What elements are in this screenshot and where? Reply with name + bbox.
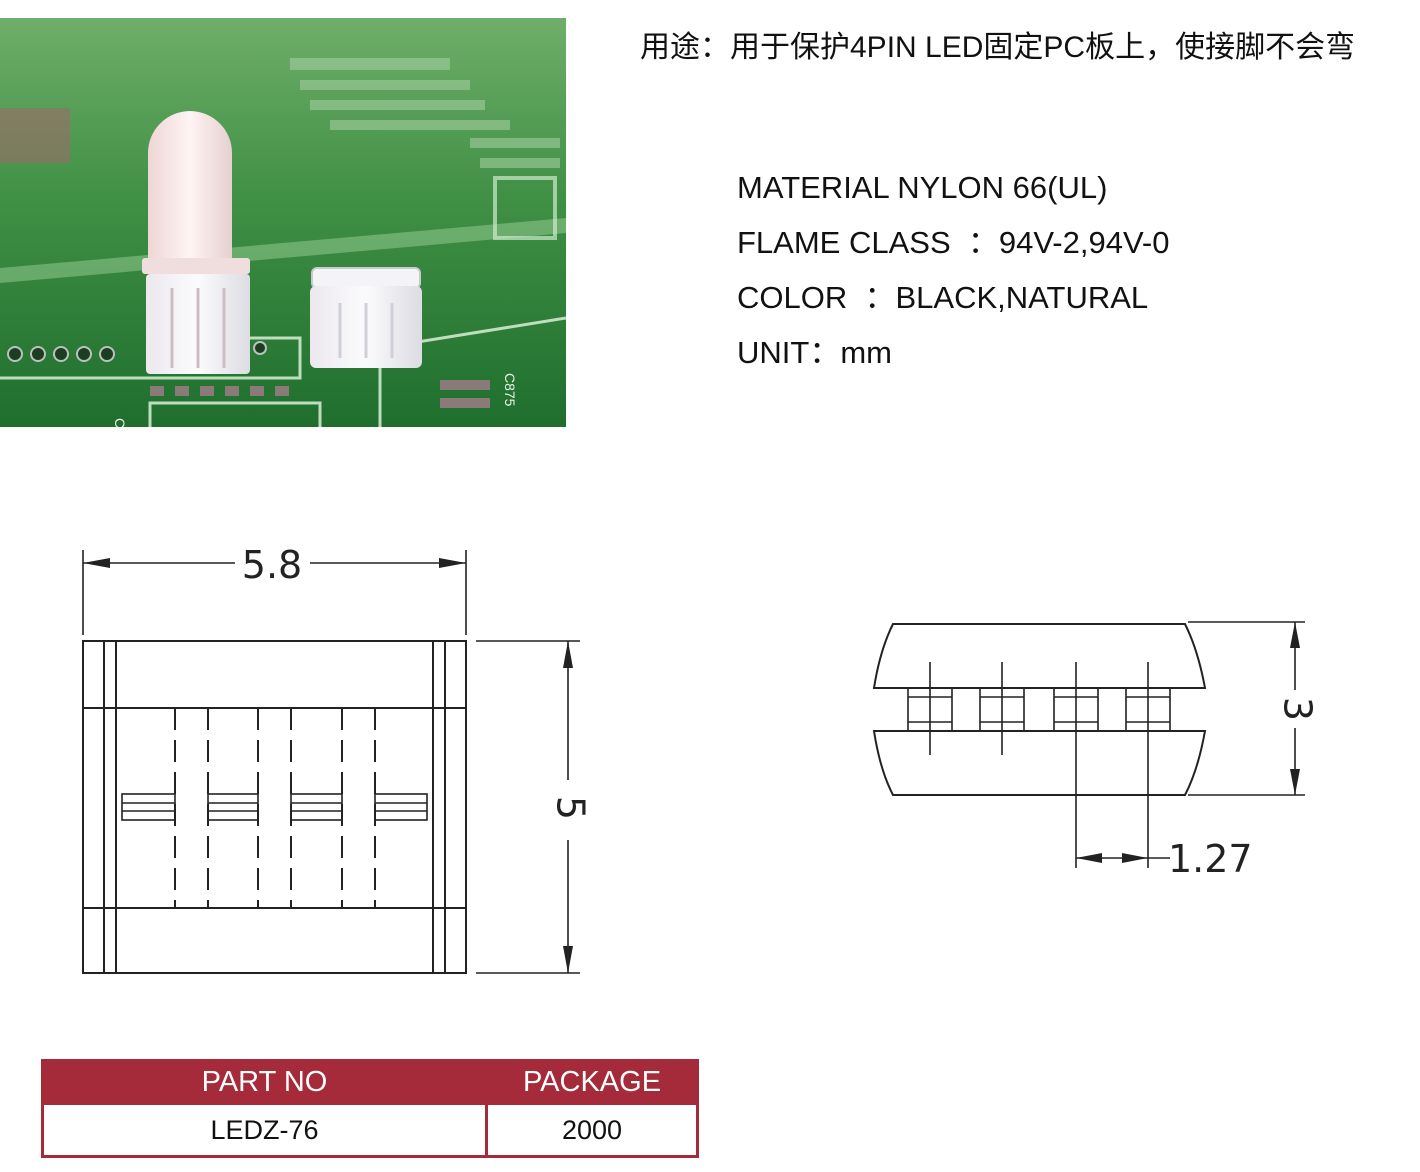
standalone-spacer xyxy=(310,267,422,368)
side-height-dimension xyxy=(1188,621,1305,796)
spec-unit: UNIT：mm xyxy=(737,335,892,370)
silkscreen-label: C875 xyxy=(502,373,518,407)
spec-value: BLACK,NATURAL xyxy=(895,280,1149,315)
pitch-dimension xyxy=(1076,853,1170,863)
front-view xyxy=(82,640,467,974)
usage-description: 用途：用于保护4PIN LED固定PC板上，使接脚不会弯 xyxy=(640,22,1355,66)
led-with-spacer xyxy=(142,111,250,374)
spec-label: MATERIAL xyxy=(737,170,889,205)
table-row: LEDZ-76 2000 xyxy=(41,1102,699,1158)
part-table: PART NO PACKAGE LEDZ-76 2000 xyxy=(41,1059,699,1158)
spec-label: COLOR xyxy=(737,280,848,315)
spec-value: NYLON 66(UL) xyxy=(897,170,1108,205)
table-header-row: PART NO PACKAGE xyxy=(41,1059,699,1105)
technical-drawing: 5.8 5 xyxy=(82,543,1320,974)
product-photo: C875 C3 xyxy=(0,18,566,427)
part-number-cell: LEDZ-76 xyxy=(41,1102,488,1158)
width-dimension xyxy=(82,550,467,635)
column-header-package: PACKAGE xyxy=(485,1059,699,1105)
silkscreen-label: C3 xyxy=(112,418,128,427)
spec-color: COLOR ：BLACK,NATURAL xyxy=(737,280,1149,315)
side-view xyxy=(872,623,1207,868)
spec-label: UNIT xyxy=(737,335,810,370)
height-dimension xyxy=(476,640,580,974)
usage-text: 用于保护4PIN LED固定PC板上，使接脚不会弯 xyxy=(730,31,1356,64)
height-label: 5 xyxy=(549,796,593,820)
package-cell: 2000 xyxy=(485,1102,699,1158)
pitch-label: 1.27 xyxy=(1168,837,1253,881)
width-label: 5.8 xyxy=(242,543,302,587)
spec-material: MATERIAL NYLON 66(UL) xyxy=(737,168,1170,223)
side-height-label: 3 xyxy=(1276,697,1320,721)
pcb-photo-illustration: C875 C3 xyxy=(0,18,566,427)
spec-value: 94V-2,94V-0 xyxy=(998,225,1170,260)
spec-value: mm xyxy=(840,335,892,370)
spec-label: FLAME CLASS xyxy=(737,225,951,260)
spec-list: MATERIAL NYLON 66(UL) FLAME CLASS ：94V-2… xyxy=(737,168,1170,388)
usage-label: 用途： xyxy=(640,31,730,64)
spec-flame-class: FLAME CLASS ：94V-2,94V-0 xyxy=(737,225,1170,260)
column-header-part-no: PART NO xyxy=(41,1059,488,1105)
